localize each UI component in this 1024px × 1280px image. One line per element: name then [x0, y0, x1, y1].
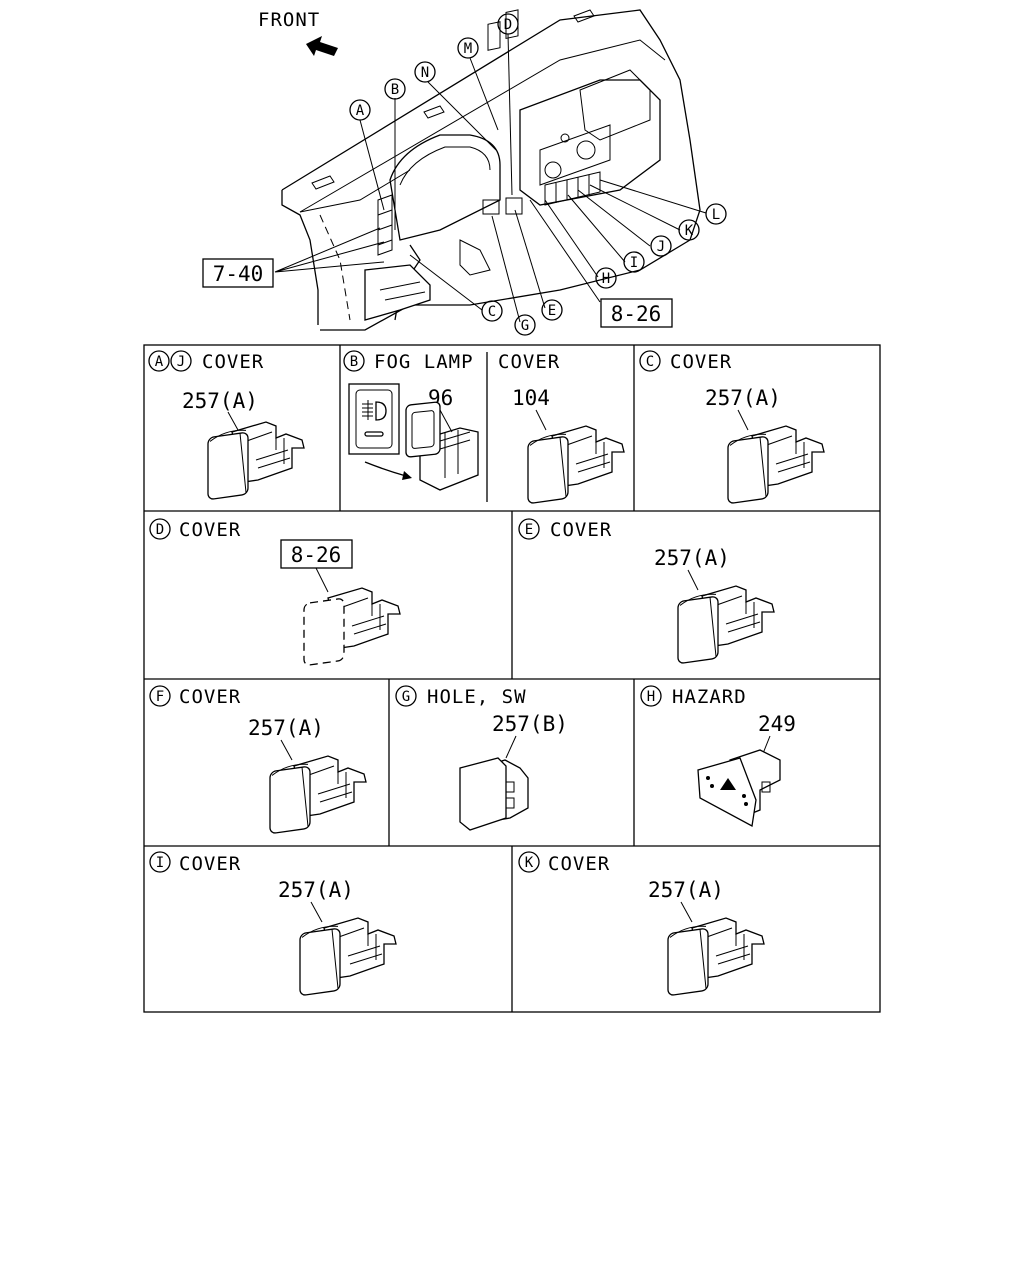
svg-text:L: L — [712, 207, 720, 223]
panel-b-fog-lamp: B FOG LAMP 96 COVER 104 — [343, 350, 625, 505]
svg-text:D: D — [156, 522, 164, 538]
svg-text:A: A — [356, 103, 365, 119]
callout-j: J — [650, 235, 672, 257]
svg-text:F: F — [156, 689, 164, 705]
panel-e-cover: E COVER 257(A) — [518, 518, 775, 665]
switch-cover-icon — [527, 425, 625, 505]
panel-k-cover: K COVER 257(A) — [518, 851, 765, 997]
callout-c: C — [481, 300, 503, 322]
panel-title: COVER — [179, 853, 241, 875]
callout-h: H — [595, 267, 617, 289]
panel-i-cover: I COVER 257(A) — [149, 851, 397, 997]
svg-text:J: J — [657, 239, 665, 255]
panel-g-hole-sw: G HOLE, SW 257(B) — [395, 685, 568, 831]
part-number: 257(A) — [705, 386, 781, 410]
callout-b: B — [384, 78, 406, 100]
panel-h-hazard: H HAZARD 249 — [640, 685, 796, 828]
front-label: FRONT — [258, 9, 320, 31]
svg-text:H: H — [647, 689, 655, 705]
panel-title: COVER — [202, 351, 264, 373]
front-arrow-icon — [306, 36, 338, 56]
panel-title: COVER — [550, 519, 612, 541]
panel-f-cover: F COVER 257(A) — [149, 685, 367, 835]
panel-title: COVER — [179, 686, 241, 708]
panel-title: HAZARD — [672, 686, 747, 708]
panel-d-cover: D COVER 8-26 — [149, 518, 401, 666]
part-number: 257(A) — [182, 389, 258, 413]
svg-text:D: D — [504, 17, 512, 33]
fog-lamp-switch-icon — [405, 401, 479, 491]
svg-text:C: C — [646, 354, 654, 370]
switch-cover-icon — [299, 917, 397, 997]
fog-lamp-switch-face-icon — [348, 383, 400, 455]
hazard-switch-icon — [697, 749, 781, 828]
callout-g: G — [514, 314, 536, 336]
part-number-2: 104 — [512, 386, 550, 410]
svg-text:M: M — [464, 41, 472, 57]
switch-cover-icon — [207, 421, 305, 501]
dashboard-overview: FRONT — [202, 9, 727, 336]
svg-text:A: A — [155, 354, 164, 370]
svg-text:E: E — [525, 522, 533, 538]
svg-text:G: G — [521, 318, 529, 334]
panel-title: COVER — [670, 351, 732, 373]
svg-text:N: N — [421, 65, 429, 81]
switch-cover-icon — [667, 917, 765, 997]
svg-text:G: G — [402, 689, 410, 705]
hole-plug-icon — [459, 757, 529, 831]
callout-i: I — [623, 251, 645, 273]
svg-text:B: B — [350, 354, 358, 370]
ref-box-7-40[interactable]: 7-40 — [202, 258, 274, 288]
switch-cover-icon — [269, 755, 367, 835]
svg-text:J: J — [177, 354, 185, 370]
panel-title: HOLE, SW — [427, 686, 527, 708]
panel-aj-cover: A J COVER 257(A) — [148, 350, 305, 501]
svg-text:I: I — [630, 255, 638, 271]
svg-text:B: B — [391, 82, 399, 98]
svg-text:K: K — [685, 223, 694, 239]
part-number: 249 — [758, 712, 796, 736]
switch-cover-icon — [727, 425, 825, 505]
callout-d: D — [497, 13, 519, 35]
callout-e: E — [541, 299, 563, 321]
part-number: 257(B) — [492, 712, 568, 736]
switch-cover-icon — [677, 585, 775, 665]
parts-grid — [143, 344, 881, 1013]
callout-k: K — [678, 219, 700, 241]
ref-box-8-26[interactable]: 8-26 — [291, 543, 342, 567]
svg-text:E: E — [548, 303, 556, 319]
callout-l: L — [705, 203, 727, 225]
panel-c-cover: C COVER 257(A) — [639, 350, 825, 505]
svg-text:7-40: 7-40 — [213, 262, 264, 286]
part-number: 257(A) — [648, 878, 724, 902]
part-number: 257(A) — [278, 878, 354, 902]
part-number: 257(A) — [654, 546, 730, 570]
panel-title: FOG LAMP — [374, 351, 474, 373]
panel-title-2: COVER — [498, 351, 560, 373]
part-number: 257(A) — [248, 716, 324, 740]
svg-text:K: K — [525, 855, 534, 871]
callout-m: M — [457, 37, 479, 59]
callout-a: A — [349, 99, 371, 121]
callout-n: N — [414, 61, 436, 83]
panel-title: COVER — [179, 519, 241, 541]
ref-box-8-26[interactable]: 8-26 — [600, 298, 673, 328]
svg-text:I: I — [156, 855, 164, 871]
svg-text:8-26: 8-26 — [611, 302, 662, 326]
panel-title: COVER — [548, 853, 610, 875]
svg-text:H: H — [602, 271, 610, 287]
svg-text:C: C — [488, 304, 496, 320]
